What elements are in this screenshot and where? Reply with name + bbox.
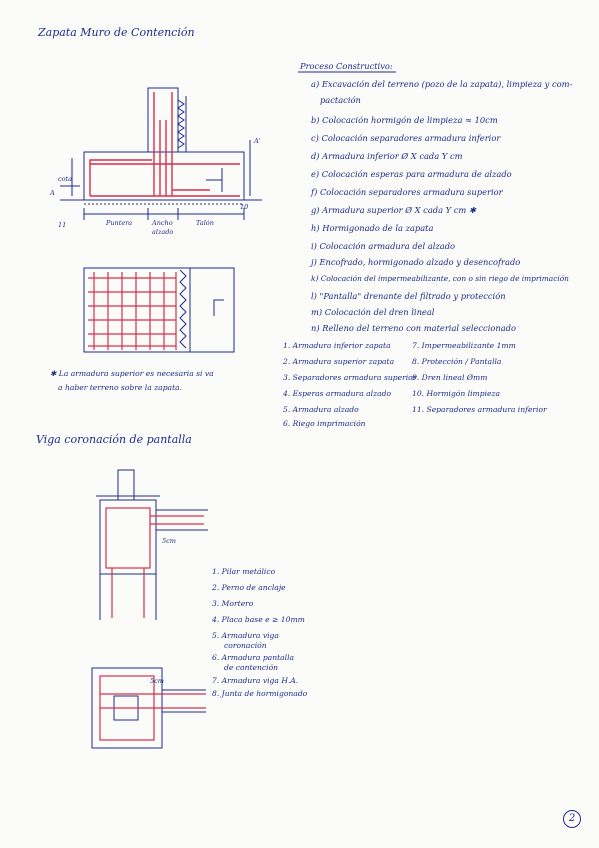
step-d: d) Armadura inferior Ø X cada Y cm (311, 151, 463, 161)
label-alzado: alzado (152, 228, 174, 236)
label-11: 11 (58, 221, 67, 229)
step-b: b) Colocación hormigón de limpieza ≈ 10c… (311, 115, 498, 125)
legend2-item: de contención (224, 663, 279, 672)
label-10: 10 (240, 203, 249, 211)
page-number: 2 (563, 810, 581, 828)
legend2-item: 5. Armadura viga (212, 631, 279, 640)
step-n: n) Relleno del terreno con material sele… (311, 323, 516, 333)
step-l: l) "Pantalla" drenante del filtrado y pr… (311, 291, 506, 301)
beam-dim: 5cm (162, 537, 176, 545)
section-title-viga: Viga coronación de pantalla (36, 433, 192, 446)
note-line1: ✱ La armadura superior es necesaria si v… (50, 369, 214, 378)
legend2-item: 6. Armadura pantalla (212, 653, 295, 662)
step-g: g) Armadura superior Ø X cada Y cm ✱ (311, 205, 476, 215)
step-k: k) Colocación del impermeabilizante, con… (311, 274, 569, 283)
beam-dim-2: 5cm (150, 677, 164, 685)
legend1-item: 6. Riego imprimación (283, 419, 366, 428)
label-cut-a2: A' (254, 137, 261, 145)
step-i: i) Colocación armadura del alzado (311, 241, 456, 251)
legend2-item: 8. Junta de hormigonado (212, 689, 308, 698)
step-e: e) Colocación esperas para armadura de a… (311, 169, 512, 179)
step-c: c) Colocación separadores armadura infer… (311, 133, 501, 143)
step-h: h) Hormigonado de la zapata (311, 223, 434, 233)
legend1-item: 1. Armadura inferior zapata (283, 341, 391, 350)
note-line2: a haber terreno sobre la zapata. (58, 383, 183, 392)
legend1-item: 7. Impermeabilizante 1mm (412, 341, 516, 350)
legend1-item: 11. Separadores armadura inferior (412, 405, 547, 414)
legend2-item: coronación (224, 641, 267, 650)
label-cut-a: A (50, 189, 55, 197)
process-heading: Proceso Constructivo: (300, 61, 393, 71)
step-a-cont: pactación (320, 95, 361, 105)
footing-section-drawing (60, 87, 262, 220)
legend1-item: 5. Armadura alzado (283, 405, 359, 414)
step-a: a) Excavación del terreno (pozo de la za… (311, 79, 573, 89)
step-f: f) Colocación separadores armadura super… (311, 187, 503, 197)
label-puntera: Puntera (106, 219, 133, 227)
legend1-item: 3. Separadores armadura superior (283, 373, 417, 382)
label-talon: Talón (196, 219, 214, 227)
step-j: j) Encofrado, hormigonado alzado y desen… (311, 257, 521, 267)
legend2-item: 7. Armadura viga H.A. (212, 676, 299, 685)
legend2-item: 1. Pilar metálico (212, 567, 276, 576)
legend2-item: 2. Perno de anclaje (212, 583, 286, 592)
label-cota: cota (58, 175, 73, 183)
page-title: Zapata Muro de Contención (38, 26, 195, 39)
legend1-item: 8. Protección / Pantalla (412, 357, 502, 366)
beam-section-drawing (96, 469, 208, 620)
label-ancho: Ancho (152, 219, 173, 227)
legend1-item: 2. Armadura superior zapata (283, 357, 395, 366)
legend1-item: 9. Dren lineal Ømm (412, 373, 488, 382)
legend1-item: 10. Hormigón limpieza (412, 389, 501, 398)
legend2-item: 4. Placa base e ≥ 10mm (212, 615, 305, 624)
step-m: m) Colocación del dren lineal (311, 307, 435, 317)
legend1-item: 4. Esperas armadura alzado (283, 389, 392, 398)
footing-plan-drawing (83, 267, 235, 353)
legend2-item: 3. Mortero (212, 599, 254, 608)
